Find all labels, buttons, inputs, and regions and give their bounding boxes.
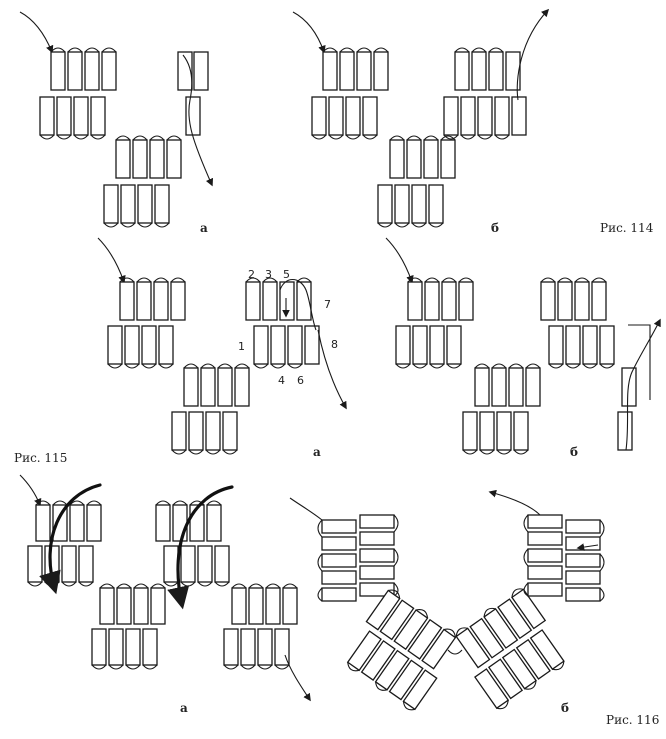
entry-thread-arrow — [385, 237, 414, 284]
bead-column-right — [617, 318, 661, 451]
panel-label-a: а — [313, 445, 321, 459]
bead-block-bottom-middle — [103, 135, 182, 228]
bead-block-bottom-middle — [377, 135, 456, 228]
bead-block-top-left — [395, 277, 474, 369]
step-numbers: 1 2 3 4 5 6 7 8 — [238, 268, 338, 387]
figure-caption-114: Рис. 114 — [600, 221, 654, 235]
step-number-4: 4 — [278, 374, 285, 387]
connecting-loop — [447, 649, 463, 655]
bead-block-top-right — [245, 277, 347, 410]
figure-caption-115: Рис. 115 — [14, 451, 67, 465]
step-number-7: 7 — [324, 298, 331, 311]
bead-block-top-left — [39, 47, 117, 140]
step-number-2: 2 — [248, 268, 255, 281]
panel-label-b: б — [561, 701, 569, 715]
bead-block-bottom-middle — [462, 363, 541, 455]
panel-label-a: а — [180, 701, 188, 715]
panel-label-a: а — [200, 221, 208, 235]
bead-block-left-vertical — [289, 497, 399, 602]
bead-block-top-left — [27, 483, 102, 595]
bead-block-bottom-middle — [171, 363, 250, 455]
bead-column-right — [177, 51, 214, 187]
panel-label-b: б — [491, 221, 499, 235]
entry-thread-arrow — [19, 474, 42, 507]
fig115-panel-b: б — [385, 237, 661, 459]
bead-block-right-vertical — [488, 489, 605, 602]
fig116-panel-a: а — [19, 474, 311, 715]
bead-block-top-left — [107, 277, 186, 369]
step-number-1: 1 — [238, 340, 245, 353]
bead-block-lower-right-diagonal — [455, 588, 565, 710]
step-number-6: 6 — [297, 374, 304, 387]
bead-block-top-right — [443, 8, 550, 140]
step-number-5: 5 — [283, 268, 290, 281]
panel-label-b: б — [570, 445, 578, 459]
figure-caption-116: Рис. 116 — [606, 713, 659, 727]
fig114-panel-a: а — [19, 11, 214, 235]
fig116-panel-b: б — [289, 489, 605, 715]
bead-block-lower-left-diagonal — [346, 589, 457, 711]
step-number-3: 3 — [265, 268, 272, 281]
fig115-panel-a: 1 2 3 4 5 6 7 8 а — [97, 237, 347, 459]
entry-thread-arrow — [97, 237, 126, 284]
bead-block-top-right — [155, 485, 234, 610]
bead-block-bottom-left — [91, 583, 166, 670]
entry-thread-arrow — [292, 11, 326, 54]
fig114-panel-b: б — [292, 8, 550, 235]
bead-block-bottom-right — [223, 583, 311, 702]
step-number-8: 8 — [331, 338, 338, 351]
bead-block-top-right — [540, 277, 615, 369]
bead-block-top-left — [311, 47, 389, 140]
entry-thread-arrow — [19, 11, 54, 54]
